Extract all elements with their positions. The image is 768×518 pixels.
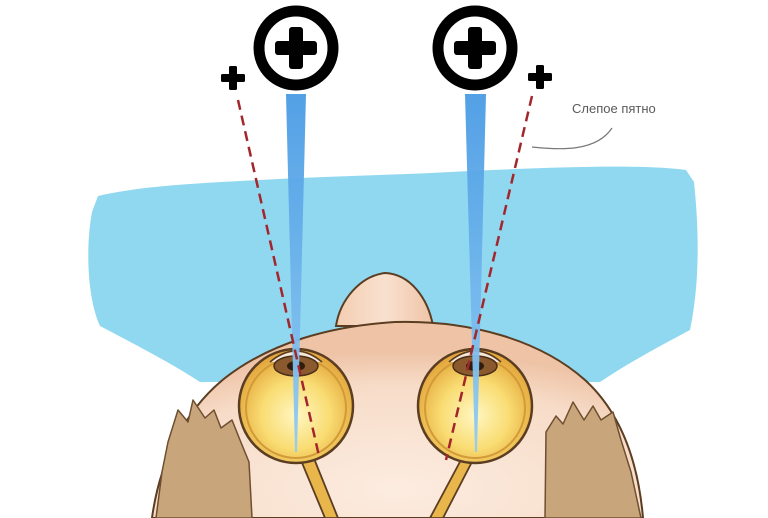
plus-icon: [528, 65, 552, 89]
plus-in-circle-icon: [432, 5, 518, 91]
marker-plus-right-vertical: [536, 65, 544, 89]
blind-spot-line-left: [236, 99, 321, 457]
nose: [334, 271, 435, 327]
plus-in-circle-icon: [253, 5, 339, 91]
hair-left: [155, 399, 253, 518]
focus-beam-right: [465, 94, 486, 452]
target-plus-left-vertical: [289, 27, 303, 69]
focus-beam-left: [286, 94, 306, 452]
blind-spot-label: Слепое пятно: [572, 101, 656, 116]
blind-spot-line-right: [444, 95, 534, 461]
blind-spot-leader-line: [531, 127, 613, 150]
target-plus-right-vertical: [468, 27, 482, 69]
hair-right: [544, 401, 642, 518]
plus-icon: [221, 66, 245, 90]
marker-plus-left-vertical: [229, 66, 237, 90]
